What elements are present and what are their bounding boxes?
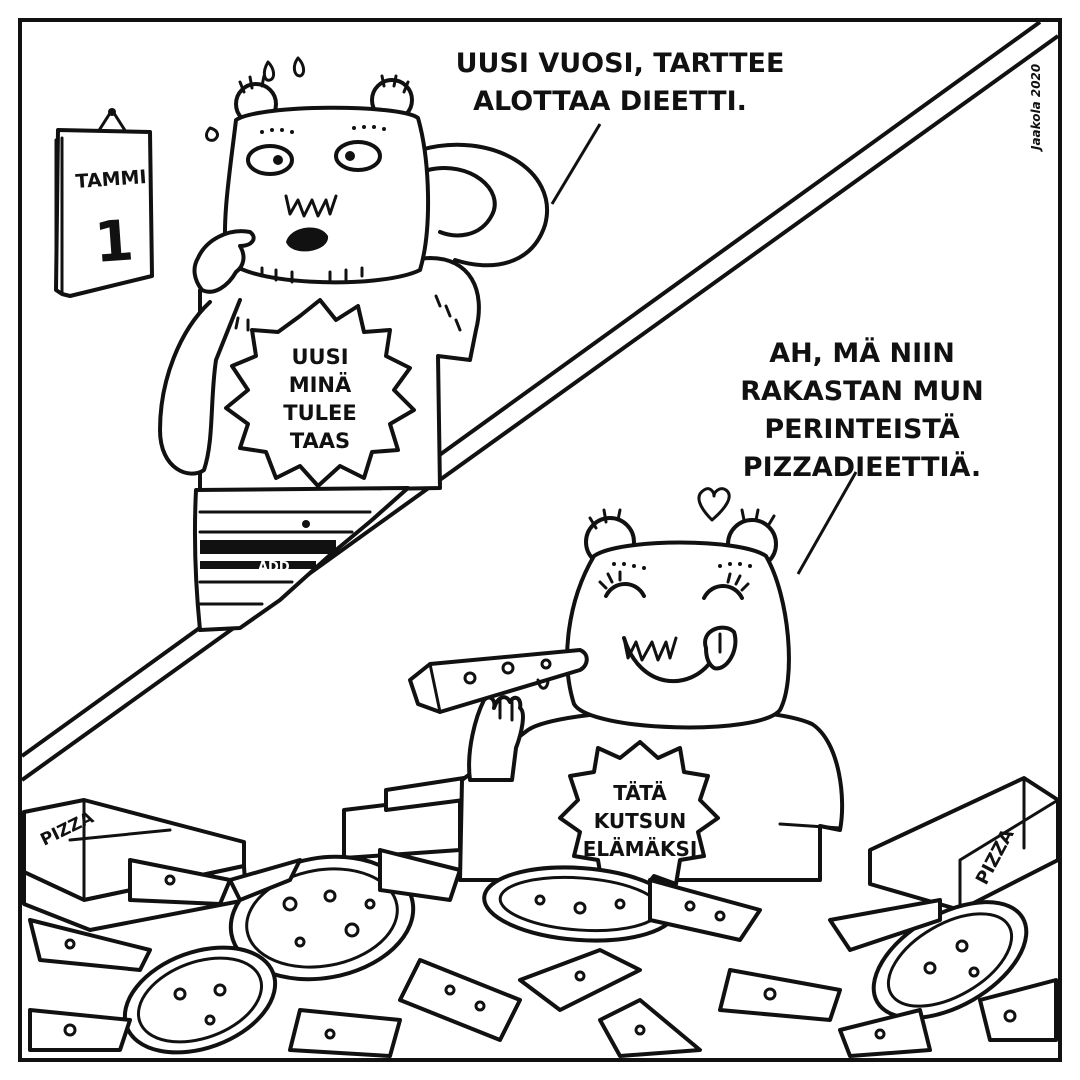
calendar-month: TAMMI bbox=[75, 166, 147, 193]
pizza-boxes-right: PIZZA bbox=[868, 776, 1060, 912]
speech-bottom-line-1: AH, MÄ NIIN bbox=[769, 337, 955, 369]
heart-icon bbox=[697, 487, 731, 522]
pizza-pile bbox=[28, 848, 1058, 1058]
speech-top: UUSI VUOSI, TARTTEE ALOTTAA DIEETTI. bbox=[456, 48, 785, 205]
speech-bottom-line-4: PIZZADIEETTIÄ. bbox=[743, 451, 981, 483]
pizza-boxes-center bbox=[342, 776, 466, 860]
speech-bottom-line-2: RAKASTAN MUN bbox=[740, 376, 984, 407]
shirt-top-line-1: UUSI bbox=[291, 345, 348, 369]
shirt-bottom-line-2: KUTSUN bbox=[594, 809, 686, 833]
signature: Jaakola 2020 bbox=[1029, 64, 1043, 152]
panel-divider bbox=[20, 20, 1060, 782]
panel-top: TAMMI 1 ADD bbox=[54, 48, 1043, 632]
shirt-bottom-line-1: TÄTÄ bbox=[613, 781, 667, 805]
shirt-top-line-4: TAAS bbox=[290, 429, 350, 453]
pizza-slices bbox=[28, 848, 1058, 1058]
shirt-badge-top: UUSI MINÄ TULEE TAAS bbox=[224, 298, 416, 488]
speech-bottom: AH, MÄ NIIN RAKASTAN MUN PERINTEISTÄ PIZ… bbox=[740, 337, 984, 575]
held-pizza-slice bbox=[408, 648, 589, 714]
speech-bottom-line-3: PERINTEISTÄ bbox=[764, 413, 959, 445]
shirt-badge-bottom: TÄTÄ KUTSUN ELÄMÄKSI bbox=[558, 740, 720, 896]
speech-top-tail bbox=[550, 123, 602, 205]
sweat-drops bbox=[205, 56, 306, 142]
shirt-top-line-2: MINÄ bbox=[289, 372, 352, 397]
speech-top-line-1: UUSI VUOSI, TARTTEE bbox=[456, 48, 785, 79]
wall-calendar: TAMMI 1 bbox=[54, 108, 154, 298]
shirt-bottom-line-3: ELÄMÄKSI bbox=[583, 837, 698, 861]
waistband-text: ADD bbox=[258, 560, 290, 575]
speech-top-line-2: ALOTTAA DIEETTI. bbox=[473, 86, 747, 117]
pizza-whole-2 bbox=[122, 945, 278, 1055]
speech-bottom-tail bbox=[796, 471, 858, 575]
calendar-day: 1 bbox=[92, 208, 135, 276]
shirt-top-line-3: TULEE bbox=[283, 401, 356, 425]
panel-bottom: AH, MÄ NIIN RAKASTAN MUN PERINTEISTÄ PIZ… bbox=[22, 337, 1060, 1058]
